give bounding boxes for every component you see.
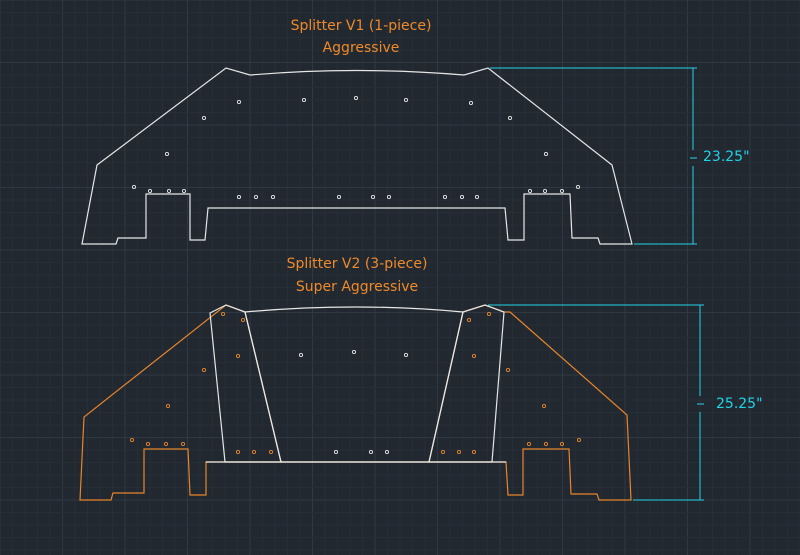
- dimension-v2: [488, 304, 704, 501]
- splitter-v1-drawing: [81, 67, 633, 245]
- splitter-v1-outline: [81, 67, 633, 245]
- splitter-v2-left-piece-inner: [209, 304, 282, 463]
- splitter-v2-subtitle: Super Aggressive: [295, 279, 419, 295]
- splitter-v2-title: Splitter V2 (3-piece): [286, 256, 428, 272]
- splitter-v2-center-piece: [244, 306, 464, 463]
- splitter-v1-title: Splitter V1 (1-piece): [290, 18, 432, 34]
- dimension-v1: [490, 67, 697, 245]
- splitter-v2-mount-holes: [129, 311, 582, 455]
- splitter-v1-mount-holes: [131, 95, 581, 200]
- splitter-v2-right-piece-inner: [428, 304, 505, 463]
- dimension-v2-value: 25.25": [716, 396, 763, 412]
- splitter-v1-subtitle: Aggressive: [322, 40, 400, 56]
- dimension-v1-value: 23.25": [703, 149, 750, 165]
- splitter-v2-drawing: [79, 304, 632, 501]
